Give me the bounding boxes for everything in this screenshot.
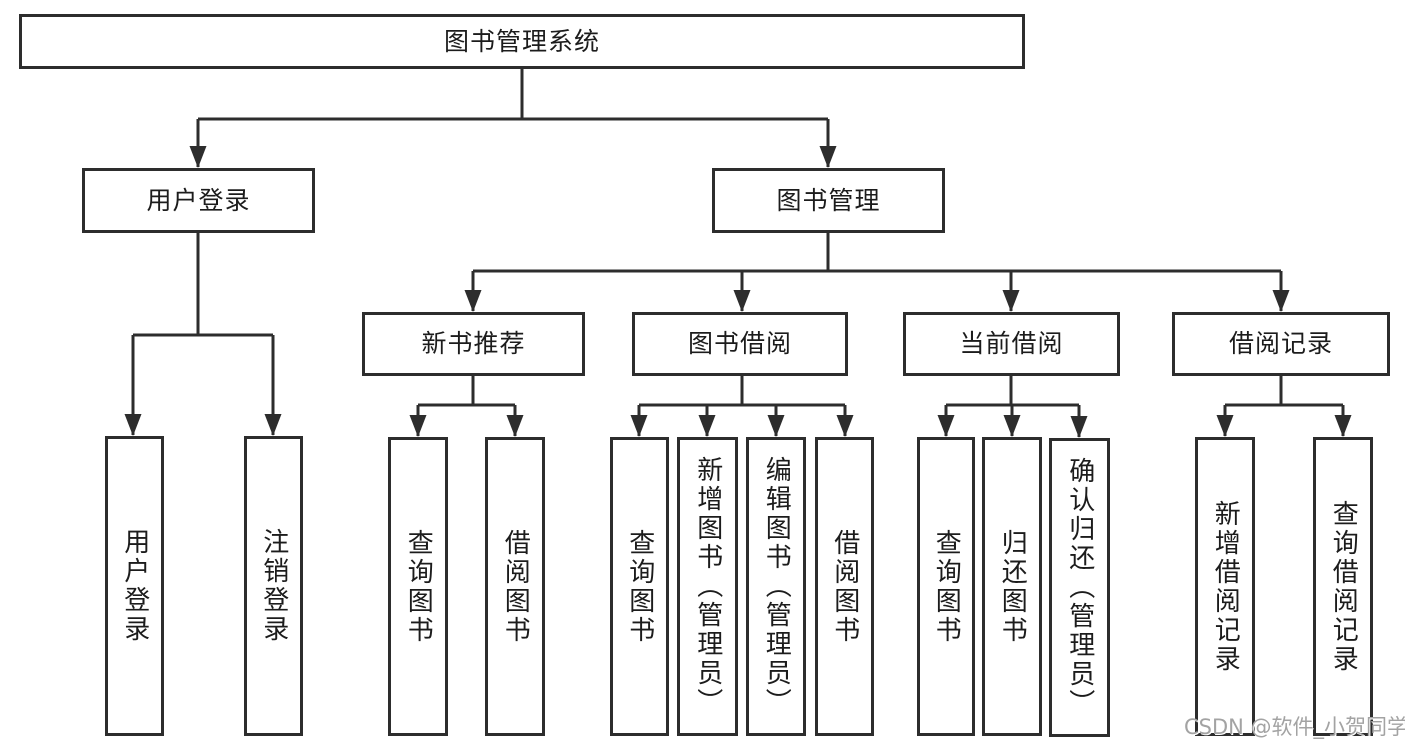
node-user-login: 用户登录 — [82, 168, 315, 233]
leaf-search-books-recommend: 查询图书 — [388, 437, 448, 736]
leaf-user-login: 用户登录 — [105, 436, 164, 736]
node-current-borrowing: 当前借阅 — [903, 312, 1120, 376]
leaf-add-book-admin: 新增图书（管理员） — [677, 437, 738, 736]
leaf-add-borrow-record: 新增借阅记录 — [1195, 437, 1255, 736]
leaf-return-books: 归还图书 — [982, 437, 1042, 736]
leaf-borrow-books: 借阅图书 — [815, 437, 874, 736]
leaf-confirm-return-admin: 确认归还（管理员） — [1049, 438, 1110, 737]
csdn-watermark: CSDN @软件_小贺同学 — [1184, 715, 1405, 739]
leaf-search-borrow-record: 查询借阅记录 — [1313, 437, 1373, 736]
node-library-system: 图书管理系统 — [19, 14, 1025, 69]
node-borrowing-records: 借阅记录 — [1172, 312, 1390, 376]
leaf-edit-book-admin: 编辑图书（管理员） — [746, 437, 806, 736]
node-book-management: 图书管理 — [712, 168, 945, 233]
node-new-book-recommend: 新书推荐 — [362, 312, 585, 376]
leaf-search-books-current: 查询图书 — [917, 437, 975, 736]
leaf-search-books-borrowing: 查询图书 — [610, 437, 669, 736]
leaf-logout: 注销登录 — [244, 436, 303, 736]
leaf-borrow-books-recommend: 借阅图书 — [485, 437, 545, 736]
node-book-borrowing: 图书借阅 — [632, 312, 848, 376]
